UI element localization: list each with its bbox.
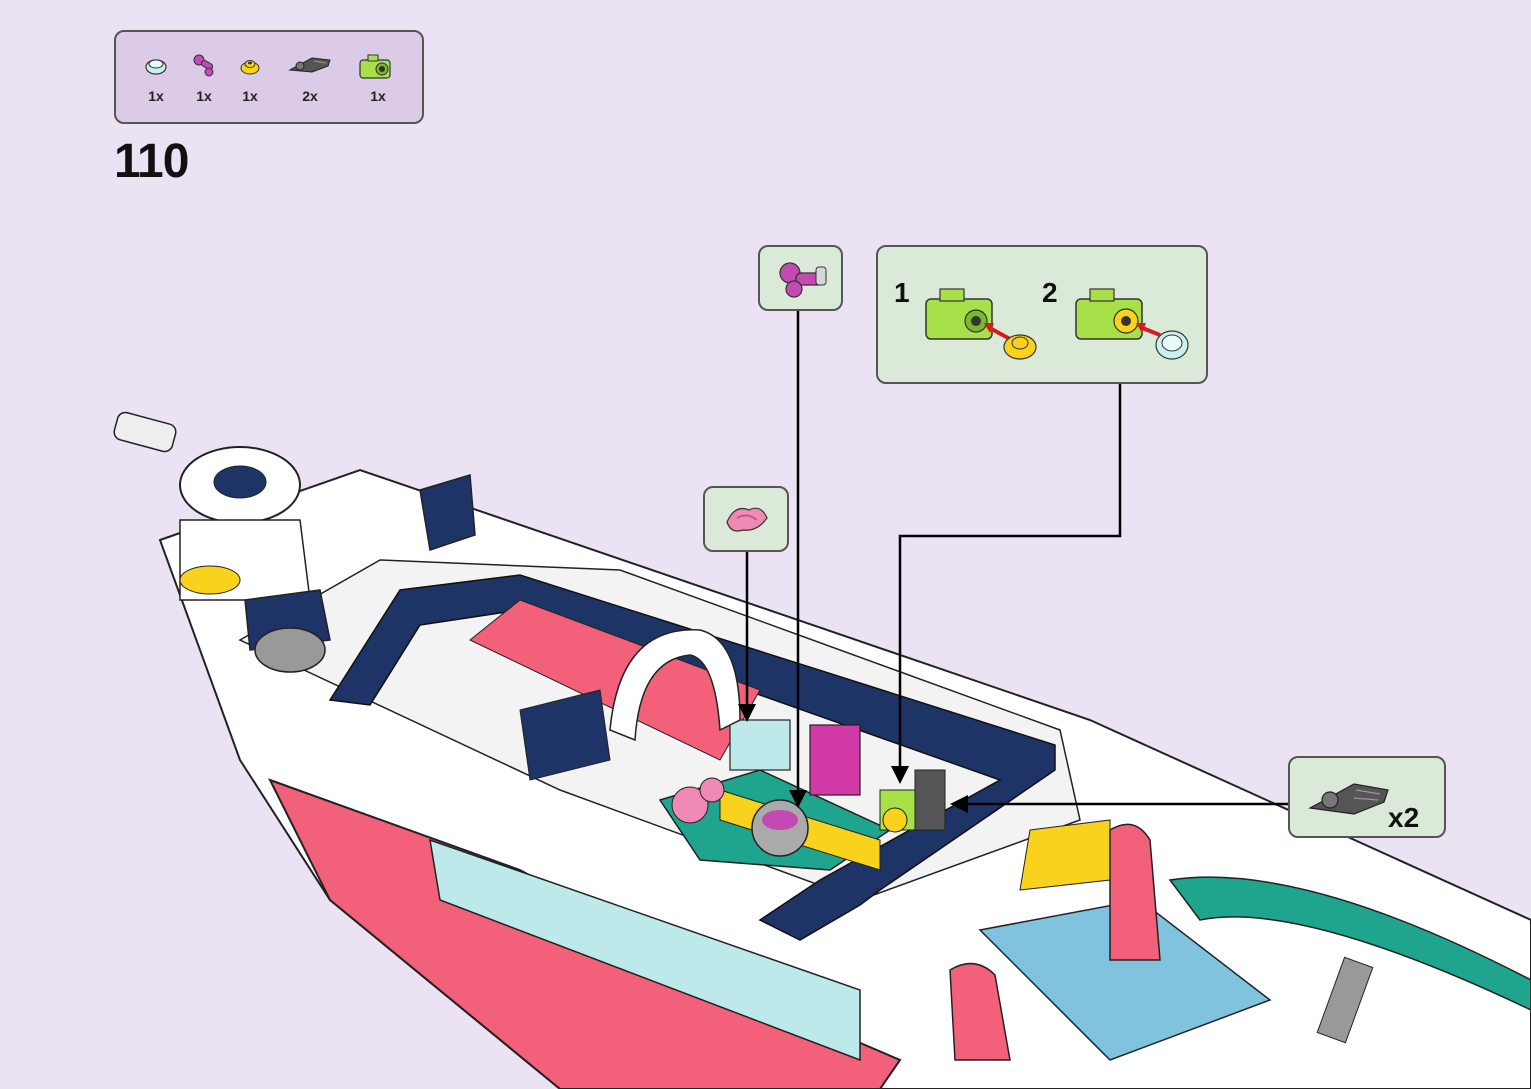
parts-list-item: 1x <box>224 50 276 120</box>
pool-area <box>949 819 1531 1061</box>
quantity-multiplier: x2 <box>1388 802 1420 833</box>
step-number: 110 <box>114 135 189 188</box>
pink-coral-piece-icon <box>726 507 768 532</box>
parts-list-item: 1x <box>178 50 230 120</box>
hair-dryer-callout <box>758 245 843 311</box>
part-quantity: 1x <box>242 88 258 104</box>
parts-list-box: 1x 1x 1x 2x 1x <box>114 30 424 124</box>
sub-step-label: 2 <box>1042 277 1058 308</box>
camera-with-lens-icon <box>1075 288 1189 360</box>
dark-grey-flipper-icon <box>288 57 331 73</box>
magenta-hair-dryer-icon <box>779 262 827 298</box>
lime-camera-icon <box>359 54 391 79</box>
part-quantity: 1x <box>370 88 386 104</box>
dark-grey-flipper-icon <box>1308 783 1389 815</box>
kitchen-counter <box>658 719 946 871</box>
part-quantity: 2x <box>302 88 318 104</box>
arrowheads <box>738 704 968 813</box>
camera-with-plate-icon <box>925 288 1037 360</box>
callout-arrows <box>745 310 1288 806</box>
flipper-callout: x2 <box>1288 756 1446 838</box>
part-quantity: 1x <box>196 88 212 104</box>
pink-piece-callout <box>703 486 789 552</box>
part-quantity: 1x <box>148 88 164 104</box>
sub-step-label: 1 <box>894 277 910 308</box>
trans-light-blue-round-dish-icon <box>145 59 167 75</box>
parts-list-item: 1x <box>130 50 182 120</box>
magenta-hair-dryer-icon <box>193 54 214 77</box>
yellow-round-plate-icon <box>240 60 260 75</box>
bow-equipment <box>113 411 476 673</box>
camera-substeps-callout: 1 2 <box>876 245 1208 384</box>
parts-list-item: 1x <box>350 50 406 120</box>
parts-list-item: 2x <box>280 50 340 120</box>
